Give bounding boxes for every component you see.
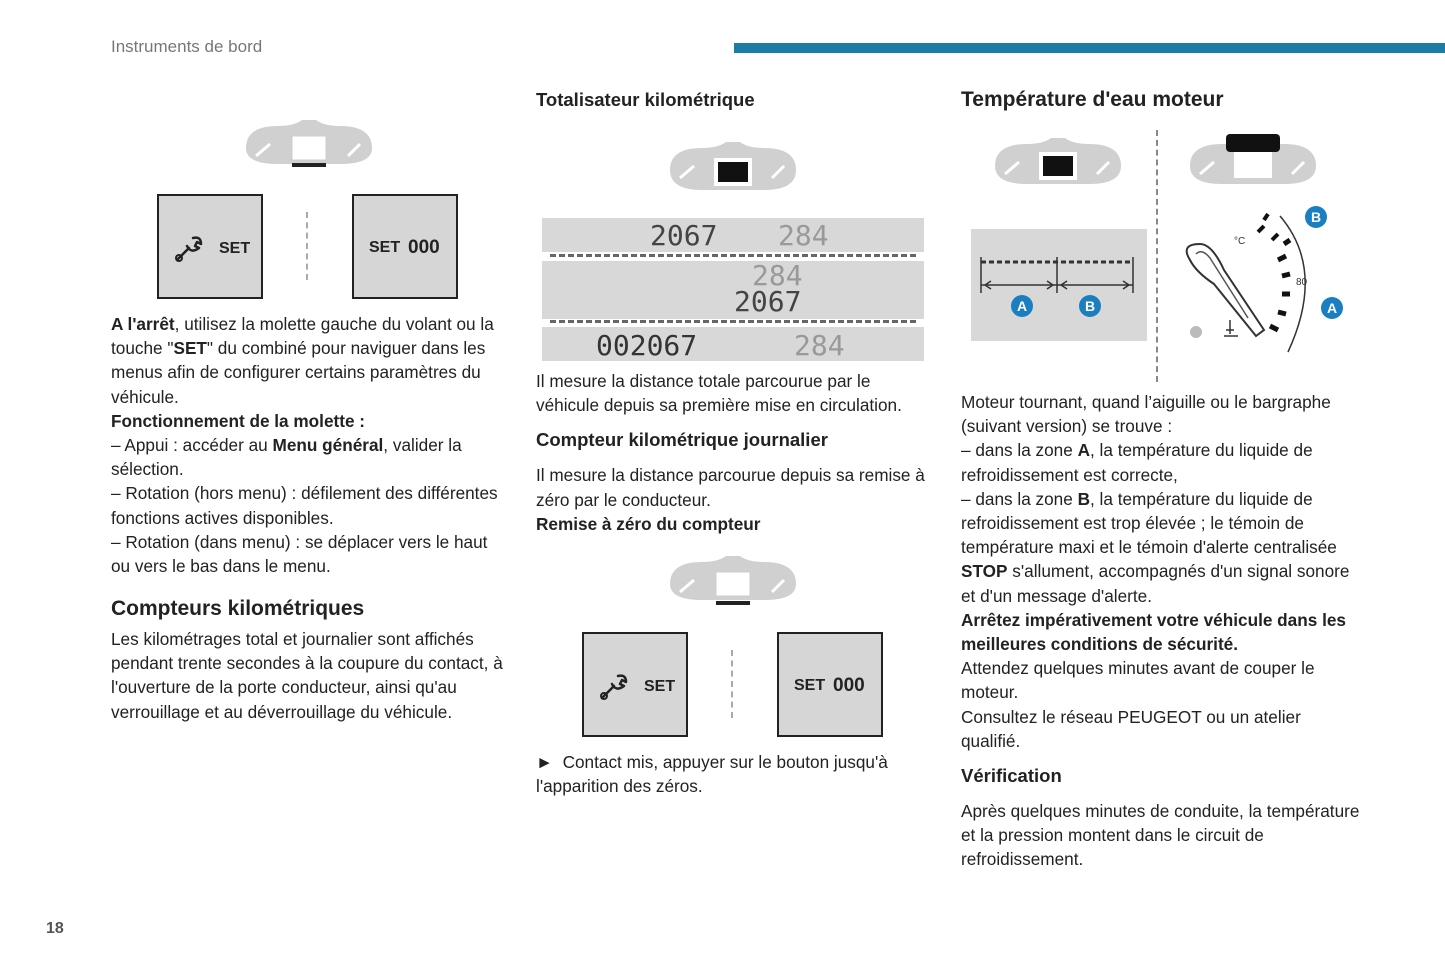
- zone-b-badge: B: [1079, 295, 1101, 317]
- paragraph: Moteur tournant, quand l’aiguille ou le …: [961, 392, 1331, 437]
- instrument-cluster-icon: [1190, 134, 1316, 184]
- divider: [550, 254, 916, 257]
- gauge-value-label: 80: [1296, 277, 1308, 288]
- set-reset-button[interactable]: SET 000: [352, 194, 458, 299]
- section-heading: Vérification: [961, 765, 1062, 787]
- odometer-display-row-3: 002067 284: [542, 327, 924, 362]
- paragraph: Il mesure la distance totale parcourue p…: [536, 371, 902, 416]
- column-3-text: Moteur tournant, quand l’aiguille ou le …: [961, 390, 1361, 872]
- zone-a-badge: A: [1321, 297, 1343, 319]
- list-item: – dans la zone A, la température du liqu…: [961, 440, 1313, 485]
- instrument-cluster-icon: [995, 138, 1121, 184]
- paragraph: Les kilométrages total et journalier son…: [111, 629, 503, 722]
- instrument-cluster-icon: [670, 556, 796, 605]
- paragraph: Consultez le réseau PEUGEOT ou un atelie…: [961, 706, 1301, 751]
- list-item: – Rotation (hors menu) : défilement des …: [111, 483, 498, 528]
- list-item: – dans la zone B, la température du liqu…: [961, 488, 1350, 606]
- odometer-trip: 284: [794, 329, 845, 362]
- list-item: – Rotation (dans menu) : se déplacer ver…: [111, 531, 488, 577]
- bargraph-diagram: [980, 257, 1134, 293]
- odometer-total: 2067: [650, 219, 718, 252]
- set-label: SET: [369, 239, 401, 256]
- wrench-set-button[interactable]: SET: [157, 194, 263, 299]
- arrow-icon: ►: [536, 752, 554, 772]
- section-heading: Totalisateur kilométrique: [536, 89, 755, 110]
- page-number: 18: [46, 920, 64, 937]
- odometer-total: 002067: [596, 329, 698, 362]
- instrument-cluster-icon: [670, 142, 796, 190]
- section-heading: Compteur kilométrique journalier: [536, 429, 828, 451]
- warning-text: Arrêtez impérativement votre véhicule da…: [961, 609, 1346, 655]
- odometer-trip: 284: [778, 219, 829, 252]
- gauge-unit-label: °C: [1234, 236, 1245, 247]
- divider: [550, 320, 916, 323]
- divider: [306, 212, 308, 280]
- temperature-needle-gauge: °C 80: [1185, 212, 1308, 353]
- zone-b-badge: B: [1305, 206, 1327, 228]
- header-accent-bar: [734, 43, 1445, 53]
- odometer-display-row-2: 284 2067: [542, 259, 924, 319]
- zeros-label: 000: [833, 675, 865, 696]
- list-item: – Appui : accéder au Menu général, valid…: [111, 435, 462, 480]
- molette-heading: Fonctionnement de la molette :: [111, 410, 366, 431]
- paragraph: ► Contact mis, appuyer sur le bouton jus…: [536, 752, 888, 797]
- paragraph: Après quelques minutes de conduite, la t…: [961, 801, 1360, 870]
- wrench-set-button[interactable]: SET: [582, 632, 688, 737]
- paragraph: Attendez quelques minutes avant de coupe…: [961, 658, 1315, 703]
- paragraph: A l'arrêt, utilisez la molette gauche du…: [111, 314, 494, 407]
- set-label: SET: [219, 240, 251, 257]
- odometer-display-row-1: 2067 284: [542, 218, 924, 252]
- wrench-icon: [600, 674, 628, 700]
- wrench-icon: [175, 236, 203, 262]
- section-heading: Compteurs kilométriques: [111, 597, 365, 620]
- zeros-label: 000: [408, 237, 440, 258]
- zone-a-badge: A: [1011, 295, 1033, 317]
- remise-heading: Remise à zéro du compteur: [536, 513, 761, 534]
- set-label: SET: [644, 678, 676, 695]
- contact-instruction: ► Contact mis, appuyer sur le bouton jus…: [536, 750, 931, 798]
- set-label: SET: [794, 677, 826, 694]
- divider: [731, 650, 733, 718]
- odometer-total: 2067: [734, 285, 802, 318]
- column-1-text: A l'arrêt, utilisez la molette gauche du…: [111, 312, 511, 578]
- header-section-title: Instruments de bord: [111, 37, 263, 56]
- odometer-trip: 284: [752, 259, 803, 292]
- compteurs-section: Compteurs kilométriques Les kilométrages…: [111, 596, 511, 724]
- instrument-cluster-icon: [246, 120, 372, 167]
- bargraph-display: A B: [971, 229, 1147, 341]
- section-heading: Température d'eau moteur: [961, 88, 1224, 111]
- divider: [1156, 130, 1158, 382]
- column-2-text: Il mesure la distance totale parcourue p…: [536, 369, 931, 536]
- paragraph: Il mesure la distance parcourue depuis s…: [536, 465, 925, 510]
- set-reset-button[interactable]: SET 000: [777, 632, 883, 737]
